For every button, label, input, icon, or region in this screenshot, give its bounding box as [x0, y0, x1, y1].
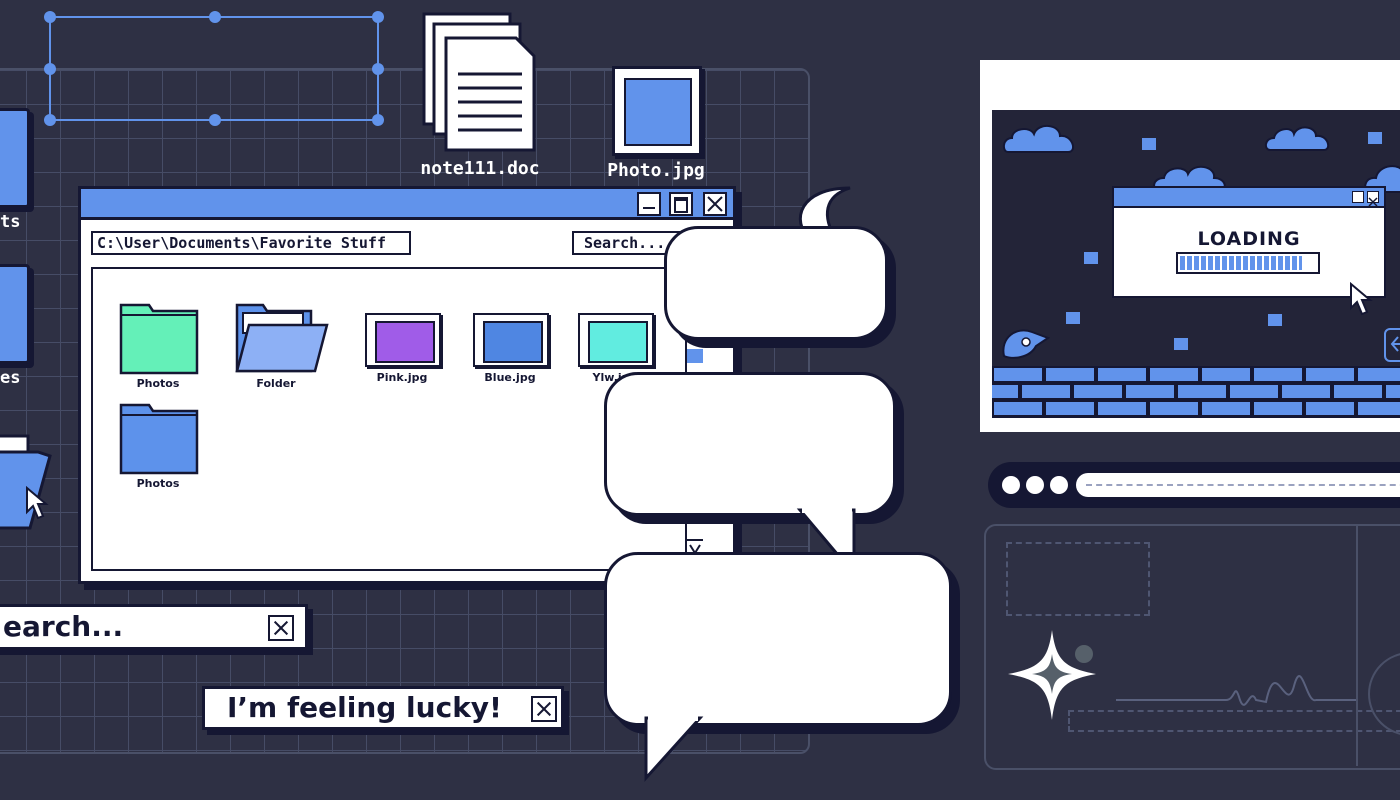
- wireframe-panel: [984, 524, 1400, 770]
- brick: [1098, 402, 1146, 415]
- loading-label: LOADING: [1197, 228, 1301, 250]
- search-bar-text: earch...: [3, 610, 124, 643]
- maximize-button[interactable]: [1352, 191, 1364, 203]
- brick: [1126, 385, 1174, 398]
- speech-bubble: [604, 372, 896, 516]
- brick: [994, 402, 1042, 415]
- pixel-heart-icon: [1142, 138, 1156, 150]
- progress-fill: [1180, 256, 1302, 270]
- progress-bar: [1176, 252, 1320, 274]
- cloud-icon: [1364, 165, 1400, 193]
- address-bar[interactable]: C:\User\Documents\Favorite Stuff: [91, 231, 411, 255]
- speech-bubble: [604, 552, 952, 726]
- brick: [1150, 402, 1198, 415]
- brick: [992, 385, 1018, 398]
- folder-icon[interactable]: [0, 108, 30, 208]
- pixel-heart-icon: [1368, 132, 1382, 144]
- back-arrow-icon: [1390, 336, 1400, 352]
- brick: [1358, 368, 1400, 381]
- document-icon[interactable]: [420, 10, 540, 156]
- bird-character-icon[interactable]: [1000, 324, 1050, 360]
- brick: [1282, 385, 1330, 398]
- maximize-button[interactable]: [669, 192, 693, 216]
- desktop-icon-label: ts: [0, 212, 21, 232]
- brick: [1334, 385, 1382, 398]
- waveform-line: [1116, 675, 1356, 706]
- cursor-icon: [26, 486, 49, 520]
- file-label: Blue.jpg: [484, 371, 536, 384]
- back-arrow-button[interactable]: [1384, 328, 1400, 362]
- sparkle-icon: [1008, 630, 1096, 720]
- brick: [1202, 368, 1250, 381]
- brick: [1306, 402, 1354, 415]
- cloud-icon: [1153, 165, 1226, 191]
- image-icon[interactable]: [612, 66, 702, 156]
- cloud-icon: [1002, 125, 1075, 153]
- brick: [1386, 385, 1400, 398]
- file-label: Photos: [136, 377, 180, 390]
- image-thumbnail[interactable]: [473, 313, 549, 367]
- folder-icon[interactable]: [0, 264, 30, 364]
- selection-box[interactable]: [40, 8, 390, 130]
- close-icon[interactable]: [531, 696, 557, 722]
- file-label: Photos: [136, 477, 180, 490]
- loading-dialog: LOADING: [1112, 186, 1386, 298]
- folder-icon[interactable]: [117, 301, 201, 377]
- open-folder-icon[interactable]: [0, 432, 60, 534]
- speech-bubble: [664, 226, 888, 340]
- dialog-titlebar[interactable]: [1114, 188, 1384, 208]
- open-folder-icon[interactable]: [233, 301, 329, 377]
- feeling-lucky-label: I’m feeling lucky!: [227, 691, 502, 724]
- image-thumbnail[interactable]: [578, 313, 654, 367]
- close-icon: [707, 196, 723, 212]
- close-icon[interactable]: [268, 615, 294, 641]
- cloud-icon: [1264, 126, 1330, 151]
- brick: [1178, 385, 1226, 398]
- brick: [1150, 368, 1198, 381]
- file-label: Photo.jpg: [607, 160, 705, 181]
- close-icon: [1368, 197, 1378, 207]
- address-pill-bar: [988, 462, 1400, 508]
- folder-icon[interactable]: [117, 401, 201, 477]
- brick: [1098, 368, 1146, 381]
- pixel-heart-icon: [1268, 314, 1282, 326]
- brick-floor: [992, 366, 1400, 418]
- image-thumbnail[interactable]: [365, 313, 441, 367]
- window-dot[interactable]: [1050, 476, 1068, 494]
- cursor-icon: [1350, 282, 1373, 316]
- brick: [1046, 402, 1094, 415]
- brick: [1074, 385, 1122, 398]
- brick: [1230, 385, 1278, 398]
- brick: [1254, 402, 1302, 415]
- window-dot[interactable]: [1002, 476, 1020, 494]
- file-label: Folder: [256, 377, 296, 390]
- placeholder-bar: [1068, 710, 1400, 732]
- close-button[interactable]: [703, 192, 727, 216]
- url-input[interactable]: [1076, 473, 1400, 497]
- brick: [994, 368, 1042, 381]
- game-frame: LOADING: [980, 60, 1400, 432]
- brick: [1254, 368, 1302, 381]
- brick: [1306, 368, 1354, 381]
- speech-bubble-tail: [644, 716, 704, 782]
- window-titlebar[interactable]: [81, 189, 733, 220]
- close-button[interactable]: [1367, 191, 1379, 207]
- game-screen: LOADING: [992, 110, 1400, 418]
- minimize-button[interactable]: [637, 192, 661, 216]
- file-label: note111.doc: [420, 158, 540, 179]
- file-grid: Photos Folder Pink.jpg Blue.jpg Ylw.jpg …: [91, 267, 705, 571]
- pixel-heart-icon: [1066, 312, 1080, 324]
- placeholder-box: [1006, 542, 1150, 616]
- window-dot[interactable]: [1026, 476, 1044, 494]
- brick: [1046, 368, 1094, 381]
- brick: [1202, 402, 1250, 415]
- file-label: Pink.jpg: [376, 371, 428, 384]
- desktop-icon-label: es: [0, 368, 21, 388]
- brick: [1358, 402, 1400, 415]
- brick: [1022, 385, 1070, 398]
- pixel-heart-icon: [1084, 252, 1098, 264]
- search-bar[interactable]: earch...: [0, 604, 308, 650]
- feeling-lucky-button[interactable]: I’m feeling lucky!: [202, 686, 564, 730]
- pixel-heart-icon: [1174, 338, 1188, 350]
